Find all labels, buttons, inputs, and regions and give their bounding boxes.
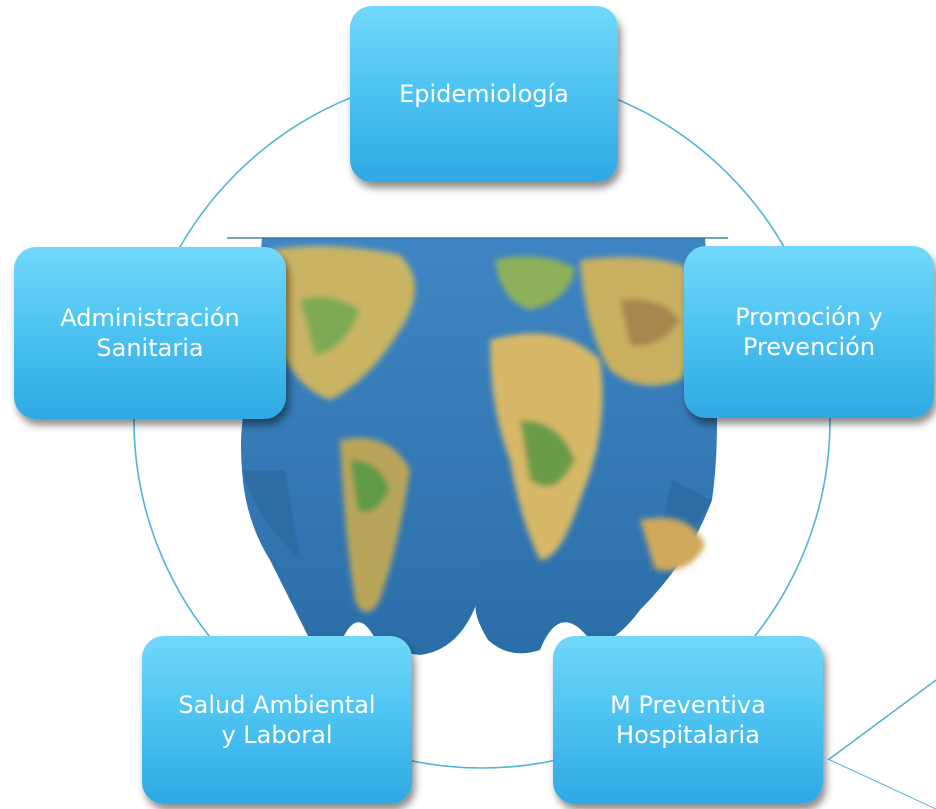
node-label: Salud Ambiental y Laboral [178, 691, 376, 749]
node-label: Administración Sanitaria [60, 304, 240, 362]
node-label: Epidemiología [399, 80, 569, 108]
decorative-line-2 [829, 759, 936, 809]
node-administracion-sanitaria[interactable]: Administración Sanitaria [14, 247, 286, 419]
hands-world-map-image [225, 238, 730, 663]
node-label: Promoción y Prevención [735, 303, 883, 361]
node-m-preventiva-hospitalaria[interactable]: M Preventiva Hospitalaria [553, 636, 823, 804]
node-promocion-prevencion[interactable]: Promoción y Prevención [684, 246, 934, 418]
node-salud-ambiental-laboral[interactable]: Salud Ambiental y Laboral [142, 636, 412, 804]
decorative-line [827, 679, 936, 761]
node-epidemiologia[interactable]: Epidemiología [350, 6, 618, 182]
node-label: M Preventiva Hospitalaria [610, 691, 766, 749]
